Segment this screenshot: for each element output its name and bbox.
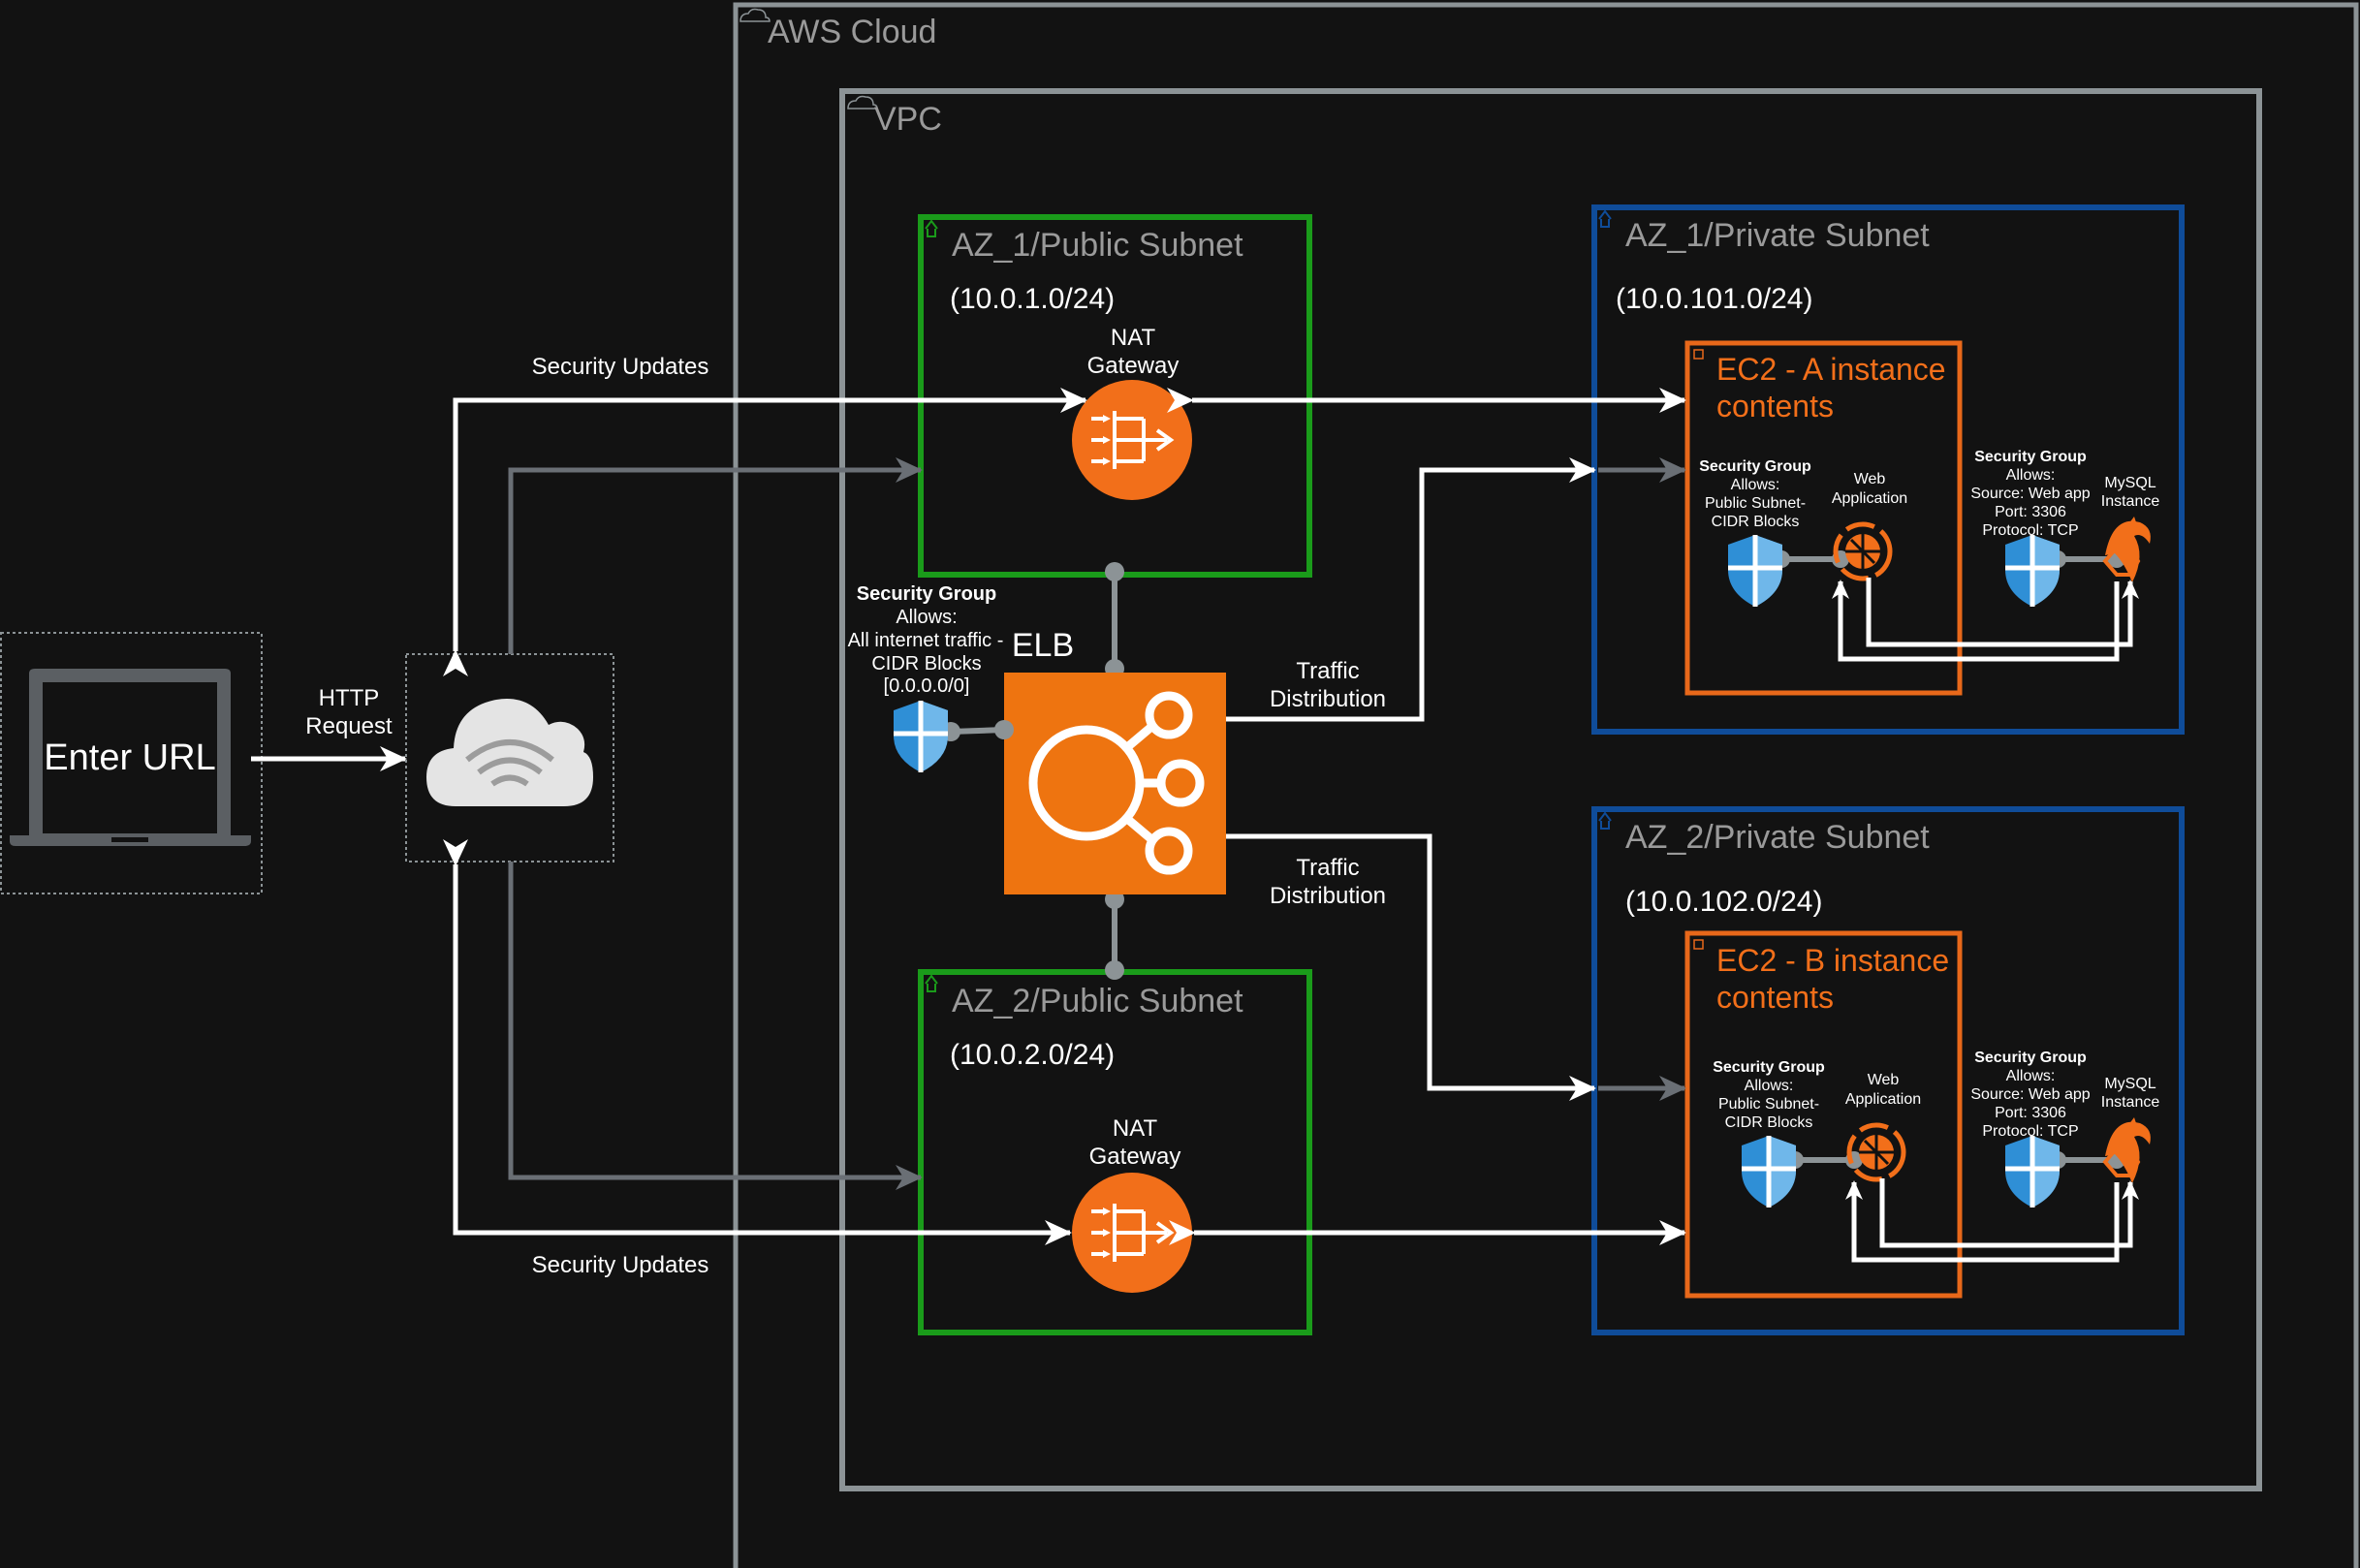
public-subnet-az2-title: AZ_2/Public Subnet — [952, 983, 1243, 1019]
public-subnet-az1-cidr: (10.0.1.0/24) — [950, 283, 1115, 315]
private-subnet-az2-title: AZ_2/Private Subnet — [1625, 819, 1930, 856]
sg-db-b-4: Port: 3306 — [1995, 1105, 2066, 1121]
security-updates-top-label: Security Updates — [532, 354, 709, 380]
ec2-b-instance-box — [1684, 930, 1963, 1299]
db-web-loop-arrow-b — [1845, 1180, 2120, 1263]
sg-web-b-4: CIDR Blocks — [1725, 1114, 1813, 1131]
instance-icon — [1693, 349, 1704, 360]
sg-db-b-1: Security Group — [1974, 1050, 2087, 1066]
traffic-distribution-bottom-arrow — [1226, 833, 1596, 1101]
sg-web-b-1: Security Group — [1713, 1059, 1825, 1076]
ec2-a-title-1: EC2 - A instance — [1716, 352, 1946, 387]
subnet-lock-icon — [925, 219, 938, 237]
mysql-a-1: MySQL — [2104, 475, 2155, 491]
sg-db-a-3: Source: Web app — [1970, 486, 2090, 502]
elb-sg-line-1: Security Group — [857, 583, 996, 605]
aws-cloud-label: AWS Cloud — [768, 14, 936, 50]
internet-gateway — [405, 653, 614, 862]
sg-web-a-3: Public Subnet- — [1705, 495, 1806, 512]
sg-db-a-1: Security Group — [1974, 449, 2087, 465]
mysql-b-2: Instance — [2101, 1094, 2160, 1111]
elastic-load-balancer: ELB Security Group Allows: All internet … — [848, 562, 1226, 980]
web-db-loop-arrow-a — [1866, 578, 2139, 647]
shield-icon — [894, 701, 948, 772]
sg-web-b-3: Public Subnet- — [1718, 1096, 1819, 1113]
private-subnet-az1-title: AZ_1/Private Subnet — [1625, 217, 1930, 254]
ec2-a-instance-box — [1684, 340, 1963, 696]
ec2-b-title-1: EC2 - B instance — [1716, 943, 1949, 978]
mysql-dolphin-icon — [2103, 515, 2153, 584]
nat-gateway-az2-label-2: Gateway — [1089, 1144, 1181, 1170]
public-subnet-az2-cidr: (10.0.2.0/24) — [950, 1039, 1115, 1071]
aws-cloud-container: AWS Cloud — [733, 2, 2359, 1568]
shield-icon — [2005, 535, 2060, 607]
sg-web-a-1: Security Group — [1699, 458, 1811, 475]
private-subnet-az1-cidr: (10.0.101.0/24) — [1616, 283, 1812, 315]
nat-gateway-az1-label-1: NAT — [1111, 325, 1156, 351]
vpc-label: VPC — [874, 101, 942, 138]
public-subnet-az1-title: AZ_1/Public Subnet — [952, 227, 1243, 264]
subnet-lock-icon — [1598, 811, 1612, 830]
sg-web-b-2: Allows: — [1745, 1078, 1794, 1094]
nat-gateway-az2-label-1: NAT — [1113, 1115, 1158, 1142]
elb-label: ELB — [1012, 627, 1074, 664]
http-request-label-2: Request — [305, 713, 393, 739]
sg-web-a-2: Allows: — [1731, 477, 1780, 493]
web-app-a-2: Application — [1832, 490, 1907, 507]
elb-sg-line-2: Allows: — [896, 607, 957, 628]
vpc-container: VPC — [839, 88, 2262, 1491]
public-subnet-az2: AZ_2/Public Subnet (10.0.2.0/24) NAT Gat… — [918, 969, 1312, 1335]
security-updates-bottom-label: Security Updates — [532, 1252, 709, 1278]
http-request-label-1: HTTP — [319, 685, 380, 711]
sg-db-a-2: Allows: — [2006, 467, 2056, 484]
sg-db-b-3: Source: Web app — [1970, 1086, 2090, 1103]
igw-to-public-subnet-az2-arrow — [508, 862, 923, 1190]
instance-icon — [1693, 939, 1704, 950]
ec2-a-title-2: contents — [1716, 389, 1834, 423]
subnet-lock-icon — [925, 974, 938, 992]
ec2-b-title-2: contents — [1716, 980, 1834, 1015]
mysql-b-1: MySQL — [2104, 1076, 2155, 1092]
traffic-distribution-bottom-1: Traffic — [1296, 855, 1359, 881]
public-subnet-az1: AZ_1/Public Subnet (10.0.1.0/24) NAT Gat… — [918, 214, 1312, 578]
private-subnet-az2: AZ_2/Private Subnet (10.0.102.0/24) EC2 … — [1591, 806, 2185, 1335]
security-updates-bottom-arrow — [443, 839, 1072, 1245]
elb-sg-line-5: [0.0.0.0/0] — [884, 675, 970, 697]
nat-gateway-az2-icon — [1070, 1171, 1194, 1295]
private-subnet-az2-cidr: (10.0.102.0/24) — [1625, 886, 1822, 918]
cloud-wifi-icon — [426, 699, 593, 806]
elb-sg-line-3: All internet traffic - — [848, 630, 1004, 651]
web-app-b-2: Application — [1845, 1091, 1921, 1108]
shield-icon — [2005, 1136, 2060, 1207]
shield-icon — [1728, 535, 1782, 607]
enter-url-label: Enter URL — [44, 737, 215, 778]
mysql-dolphin-icon — [2103, 1115, 2153, 1185]
traffic-distribution-top-2: Distribution — [1270, 686, 1386, 712]
sg-db-b-2: Allows: — [2006, 1068, 2056, 1084]
sg-db-b-5: Protocol: TCP — [1982, 1123, 2078, 1140]
mysql-a-2: Instance — [2101, 493, 2160, 510]
traffic-distribution-bottom-2: Distribution — [1270, 883, 1386, 909]
sg-db-a-5: Protocol: TCP — [1982, 522, 2078, 539]
web-db-loop-arrow-b — [1879, 1178, 2139, 1248]
sg-db-a-4: Port: 3306 — [1995, 504, 2066, 520]
elb-sg-line-4: CIDR Blocks — [871, 653, 981, 674]
web-app-a-1: Web — [1854, 471, 1886, 487]
db-web-loop-arrow-a — [1832, 580, 2120, 662]
traffic-distribution-top-arrow — [1226, 457, 1596, 722]
client-laptop: Enter URL — [0, 632, 263, 894]
nat-gateway-az1-label-2: Gateway — [1087, 353, 1180, 379]
traffic-distribution-top-1: Traffic — [1296, 658, 1359, 684]
sg-web-a-4: CIDR Blocks — [1712, 514, 1800, 530]
vpc-icon — [847, 95, 878, 110]
nat-gateway-az1-icon — [1070, 378, 1194, 502]
aws-cloud-icon — [739, 8, 771, 22]
web-app-b-1: Web — [1868, 1072, 1900, 1088]
igw-to-public-subnet-az1-arrow — [508, 457, 923, 654]
private-subnet-az1: AZ_1/Private Subnet (10.0.101.0/24) EC2 … — [1591, 204, 2185, 735]
security-updates-top-arrow — [443, 388, 1087, 676]
shield-icon — [1742, 1136, 1796, 1207]
subnet-lock-icon — [1598, 209, 1612, 228]
